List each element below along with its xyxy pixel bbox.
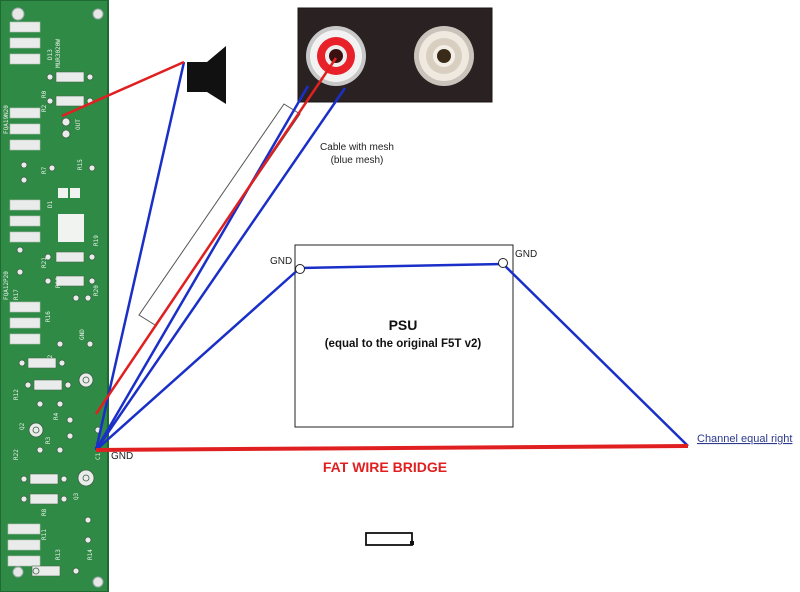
pcb-label-r21: R21 (41, 257, 48, 268)
small-rectangle-marker (365, 532, 413, 546)
red-wires (61, 57, 689, 452)
psu-gnd-terminal-right (498, 258, 508, 268)
gnd-label-left: GND (270, 256, 292, 267)
cable-label-line2: (blue mesh) (331, 155, 384, 166)
pcb-label-q2: Q2 (19, 422, 26, 430)
cable-shield-outline (138, 103, 301, 326)
gnd-label-bottom: GND (111, 451, 133, 462)
pcb-label-r14: R14 (87, 549, 94, 560)
pcb-label-r15: R15 (77, 159, 84, 170)
pcb-label-r7: R7 (41, 166, 48, 174)
pcb-label-r13: R13 (55, 549, 62, 560)
pcb-label-r12: R12 (13, 389, 20, 400)
pcb-label-r16: R16 (45, 311, 52, 322)
pcb-label-r19: R19 (93, 235, 100, 246)
pcb-label-fqa19n20: FQA19N20 (3, 105, 10, 134)
pcb-label-r22: R22 (13, 449, 20, 460)
rca-red-jack (306, 26, 366, 86)
pcb-label-r11: R11 (41, 529, 48, 540)
blue-wires (94, 61, 689, 451)
pcb-label-r4: R4 (53, 412, 60, 420)
pcb-label-d1: D1 (47, 200, 54, 208)
speaker-icon (187, 46, 226, 104)
small-rectangle-dot (410, 541, 414, 545)
cable-label-line1: Cable with mesh (320, 142, 394, 153)
pcb-label-r8: R8 (41, 508, 48, 516)
psu-subtitle: (equal to the original F5T v2) (325, 338, 482, 350)
pcb-label-r3: R3 (45, 436, 52, 444)
psu-box (294, 244, 514, 428)
fat-wire-bridge-label: FAT WIRE BRIDGE (323, 459, 447, 475)
pcb-label-r20: R20 (93, 285, 100, 296)
pcb-board: D13 MUR3020W R0 R2 OUT R7 R15 R21 GND R1… (0, 0, 109, 592)
pcb-label-d13: D13 (47, 49, 54, 60)
pcb-label-r10: R10 (55, 277, 62, 288)
pcb-label-r17: R17 (13, 289, 20, 300)
pcb-label-q3: Q3 (73, 492, 80, 500)
pcb-label-d2: D2 (47, 354, 54, 362)
pcb-label-r2: R2 (41, 104, 48, 112)
pcb-label-fqa12p20: FQA12P20 (3, 271, 10, 300)
rca-jacks-photo (297, 7, 493, 103)
pcb-label-out: OUT (75, 119, 82, 130)
pcb-label-c1: C1 (95, 452, 102, 460)
pcb-label-mur3020w: MUR3020W (55, 39, 62, 68)
gnd-label-right: GND (515, 249, 537, 260)
rca-white-jack (414, 26, 474, 86)
psu-gnd-terminal-left (295, 264, 305, 274)
pcb-label-r0: R0 (41, 90, 48, 98)
psu-title: PSU (389, 317, 418, 333)
pcb-label-gnd: GND (79, 329, 86, 340)
channel-label: Channel equal right (697, 433, 792, 445)
